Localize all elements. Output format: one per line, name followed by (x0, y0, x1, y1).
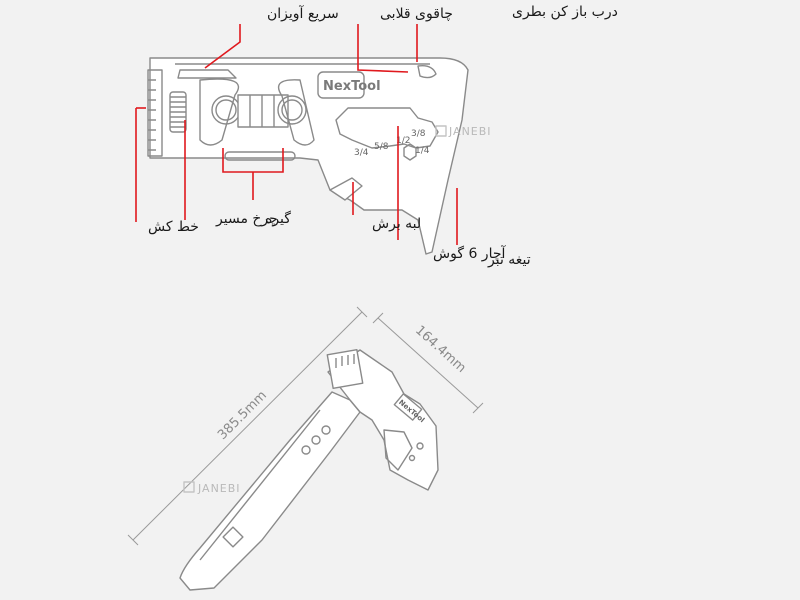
width-dimension-line (377, 317, 479, 409)
head-ruler-block (326, 348, 364, 390)
watermark-text: JANEBI (448, 125, 492, 138)
length-dimension-label: 385.5mm (215, 388, 270, 443)
tool-head-front-view: NexTool 3/4 5/8 1/2 3/8 1/4 JANEBI (147, 57, 492, 255)
hanger-slot (177, 69, 237, 79)
length-dimension-line (132, 311, 363, 541)
clamp-jaws (199, 78, 315, 161)
axe-handle (179, 391, 361, 591)
label-ruler: خط کش (148, 219, 199, 235)
labels: سریع آویزان چاقوی قلابی درب باز کن بطری … (148, 4, 618, 268)
size-label-1-2: 1/2 (396, 136, 410, 146)
label-direction-wheel: چرخ مسیر (215, 211, 278, 227)
label-hook-knife: چاقوی قلابی (380, 6, 453, 22)
cutting-edge-piece (329, 177, 363, 201)
size-label-3-8: 3/8 (411, 129, 426, 139)
axe-angled-view: 385.5mm 164.4mm NexTool JANEBI (127, 306, 484, 591)
hex-hole (403, 143, 417, 161)
head-blade-cutout (383, 429, 413, 471)
size-label-3-4: 3/4 (354, 148, 369, 158)
brand-plate (317, 71, 365, 99)
label-bottle-opener: درب باز کن بطری (512, 4, 618, 20)
label-hex-wrench: آچار 6 گوش (433, 245, 506, 262)
brand-name: NexTool (323, 79, 381, 94)
ruler-ticks (147, 69, 163, 157)
watermark-logo-icon-2 (183, 481, 195, 493)
leader-lines (135, 24, 458, 245)
size-label-5-8: 5/8 (374, 142, 389, 152)
width-dimension-label: 164.4mm (412, 323, 469, 376)
handle-emblem (222, 526, 244, 548)
hex-wrench-cutout (335, 107, 439, 149)
handle-hole-3 (321, 425, 331, 435)
bottle-opener-notch (417, 64, 437, 79)
handle-hole-1 (301, 445, 311, 455)
label-cutting-edge: لبه برش (372, 216, 421, 232)
watermark-text-2: JANEBI (197, 482, 241, 495)
label-clamp: گیره (265, 210, 291, 227)
direction-wheel (169, 91, 187, 133)
size-label-1-4: 1/4 (415, 146, 430, 156)
label-quick-hanger: سریع آویزان (267, 5, 339, 22)
watermark-logo-icon (435, 125, 447, 137)
handle-hole-2 (311, 435, 321, 445)
label-axe-blade: تیغه تبر (487, 252, 531, 268)
head-brand-plate (393, 393, 423, 421)
